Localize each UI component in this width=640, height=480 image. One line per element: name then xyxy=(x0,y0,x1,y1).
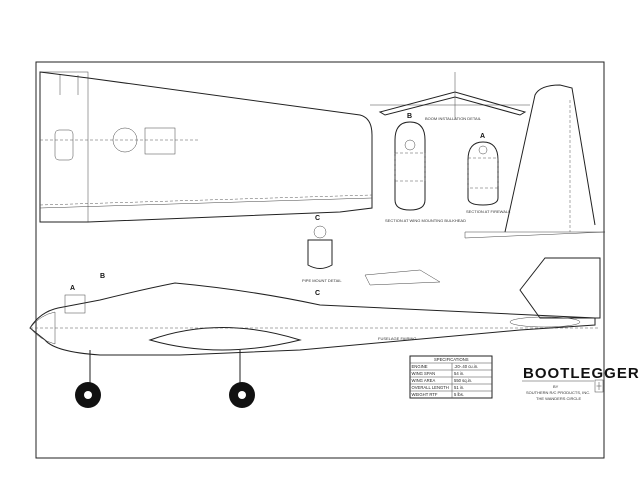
spinner xyxy=(29,311,56,345)
section-a-outline xyxy=(467,141,499,206)
fin-outline xyxy=(504,84,596,233)
company-subtitle: THE WANDERS CIRCLE xyxy=(536,396,582,401)
spec-label: WING AREA xyxy=(412,378,436,383)
specifications-table: SPECIFICATIONS ENGINE .20-.40 cu.in. WIN… xyxy=(409,355,493,399)
fin-plan-view xyxy=(464,84,606,239)
spec-label: WING SPAN xyxy=(412,371,436,376)
title-by: BY xyxy=(553,384,559,389)
spec-value: 550 sq.in. xyxy=(454,378,472,383)
pipe-circle xyxy=(313,225,327,239)
section-c-letter: C xyxy=(315,215,320,222)
pipe-mount-label: PIPE MOUNT DETAIL xyxy=(302,278,342,283)
spec-label: OVERALL LENGTH xyxy=(412,385,449,390)
spec-value: 5 lbs. xyxy=(454,392,464,397)
boom-outline xyxy=(378,91,527,116)
stabilizer-side xyxy=(509,316,581,328)
spec-label: ENGINE xyxy=(412,364,428,369)
tail-fin-side xyxy=(519,257,601,319)
fuselage-side-view: A B C FUSELAGE FAIRING xyxy=(29,257,601,408)
section-b-label: SECTION AT WING MOUNTING BULKHEAD xyxy=(385,218,466,223)
spec-header: SPECIFICATIONS xyxy=(434,357,469,362)
company-logo xyxy=(594,379,604,393)
wheel-hub xyxy=(238,391,246,399)
servo-tray xyxy=(144,127,176,155)
spec-value: .20-.40 cu.in. xyxy=(454,364,478,369)
trailing-edge-line xyxy=(39,197,373,209)
company-name: SOUTHERN R/C PRODUCTS, INC. xyxy=(526,390,590,395)
servo-outline xyxy=(112,127,138,153)
section-b-marker: B xyxy=(100,273,105,280)
spar-line xyxy=(39,194,373,206)
stabilizer-edge xyxy=(464,231,606,239)
sheet-border xyxy=(35,61,605,459)
pipe-mount-detail: C PIPE MOUNT DETAIL xyxy=(302,215,342,283)
wing-hatch xyxy=(54,129,74,161)
section-b-bulkhead xyxy=(394,152,426,182)
section-a-label: SECTION AT FIREWALL xyxy=(466,209,511,214)
stab-section xyxy=(364,269,441,286)
wing-root-sheeting xyxy=(39,71,89,223)
section-a: A SECTION AT FIREWALL xyxy=(466,133,511,214)
boom-detail-label: BOOM INSTALLATION DETAIL xyxy=(425,116,482,121)
section-b: B SECTION AT WING MOUNTING BULKHEAD xyxy=(385,113,466,223)
engine xyxy=(64,294,86,314)
spec-value: 51 in. xyxy=(454,385,464,390)
pipe-mount-outline xyxy=(307,239,333,269)
section-a-marker: A xyxy=(70,285,75,292)
spec-value: 54 in. xyxy=(454,371,464,376)
section-c-marker: C xyxy=(315,290,320,297)
section-b-outline xyxy=(394,121,426,211)
spec-label: WEIGHT RTF xyxy=(412,392,438,397)
section-a-firewall xyxy=(467,157,499,189)
section-a-hole xyxy=(478,145,488,155)
wing-outline xyxy=(39,71,373,223)
section-b-hole xyxy=(404,139,416,151)
title-block: BOOTLEGGER BY SOUTHERN R/C PRODUCTS, INC… xyxy=(522,365,640,401)
plan-title: BOOTLEGGER xyxy=(523,365,640,382)
tuned-pipe xyxy=(148,327,302,351)
section-a-letter: A xyxy=(480,133,485,140)
wheel-hub xyxy=(84,391,92,399)
fuselage-note: FUSELAGE FAIRING xyxy=(378,336,416,341)
fuselage-outline xyxy=(29,282,596,356)
logo-airplane-icon xyxy=(596,382,602,390)
section-b-letter: B xyxy=(407,113,412,120)
boom-installation-detail: BOOM INSTALLATION DETAIL xyxy=(370,72,530,121)
wing-plan-view xyxy=(39,71,373,223)
